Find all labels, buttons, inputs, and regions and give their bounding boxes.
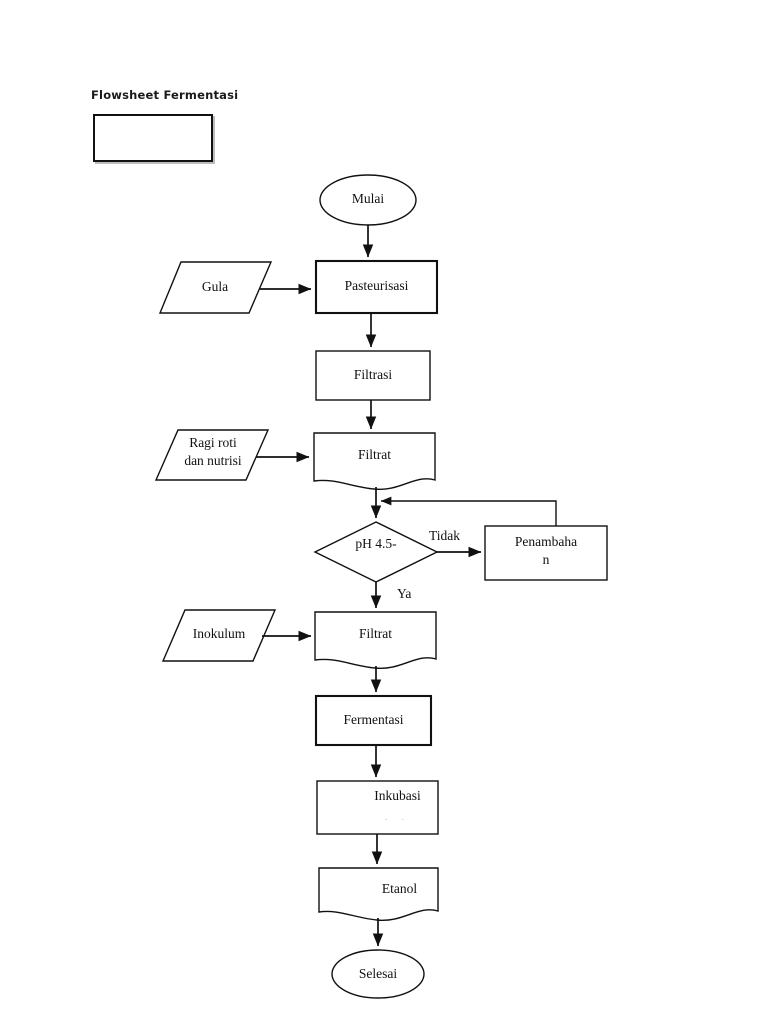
node-filtrat-1[interactable] xyxy=(313,432,436,490)
page-title: Flowsheet Fermentasi xyxy=(91,88,239,102)
node-penambahan[interactable] xyxy=(484,525,608,581)
node-pasteurisasi[interactable] xyxy=(314,259,439,315)
node-selesai[interactable] xyxy=(331,949,425,999)
node-ph-decision[interactable] xyxy=(313,521,439,583)
node-etanol[interactable] xyxy=(318,867,439,921)
edge-penambahan-feedback xyxy=(380,496,557,526)
node-filtrasi[interactable] xyxy=(315,350,431,401)
node-ragi-roti[interactable] xyxy=(154,429,270,481)
node-filtrat-2[interactable] xyxy=(314,611,437,669)
node-mulai[interactable] xyxy=(319,174,417,226)
title-text-box[interactable] xyxy=(93,114,213,162)
node-inkubasi[interactable] xyxy=(316,780,439,835)
node-inokulum[interactable] xyxy=(161,609,277,662)
node-gula[interactable] xyxy=(158,261,273,314)
node-fermentasi[interactable] xyxy=(314,694,433,747)
